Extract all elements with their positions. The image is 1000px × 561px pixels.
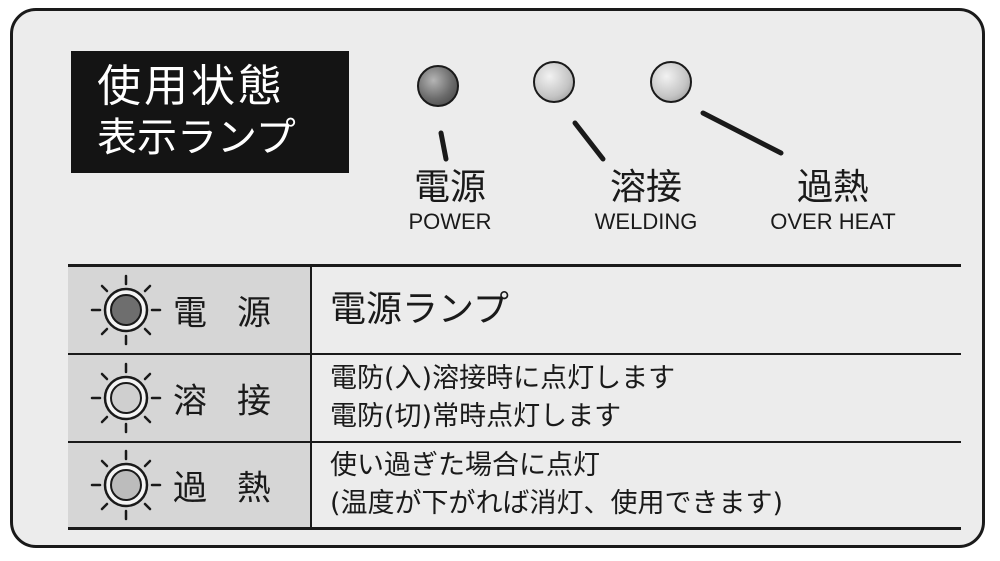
glowing-lamp-icon	[90, 362, 162, 434]
glowing-lamp-icon	[90, 449, 162, 521]
status-table: 電源 電源ランプ 溶接	[68, 264, 961, 530]
title-box: 使用状態 表示ランプ	[71, 51, 349, 173]
status-lamp-panel: 使用状態 表示ランプ 電源 POWER 溶接 WELDING 過熱 OVER H…	[10, 8, 985, 548]
lamp-label-jp: 過熱	[796, 167, 869, 208]
overheat-lamp-icon	[650, 61, 692, 103]
lamp-label-overheat: 過熱 OVER HEAT	[768, 167, 898, 235]
row-header: 溶接	[68, 355, 312, 441]
table-row: 電源 電源ランプ	[68, 267, 961, 355]
row-line: (温度が下がれば消灯、使用できます)	[330, 488, 784, 519]
welding-lamp-icon	[533, 61, 575, 103]
row-header: 電源	[68, 267, 312, 353]
row-name: 電源	[173, 293, 301, 334]
power-lamp-icon	[417, 65, 459, 107]
row-description: 使い過ぎた場合に点灯 (温度が下がれば消灯、使用できます)	[330, 443, 783, 527]
lamp-label-jp: 溶接	[609, 167, 682, 208]
row-header: 過熱	[68, 443, 312, 527]
row-name: 過熱	[173, 468, 301, 509]
row-line: 電防(入)溶接時に点灯します	[330, 363, 676, 394]
row-name: 溶接	[173, 381, 301, 422]
lamp-label-welding: 溶接 WELDING	[581, 167, 711, 235]
lamp-label-power: 電源 POWER	[395, 167, 505, 235]
glowing-lamp-icon	[90, 274, 162, 346]
title-line-2: 表示ランプ	[97, 115, 296, 161]
lamp-label-jp: 電源	[413, 167, 486, 208]
row-description: 電源ランプ	[330, 267, 509, 353]
lamp-label-en: OVER HEAT	[770, 209, 896, 234]
row-description: 電防(入)溶接時に点灯します 電防(切)常時点灯します	[330, 355, 675, 441]
table-row: 過熱 使い過ぎた場合に点灯 (温度が下がれば消灯、使用できます)	[68, 443, 961, 527]
row-line: 電防(切)常時点灯します	[330, 401, 622, 432]
leader-lines	[438, 110, 784, 162]
lamp-label-en: WELDING	[594, 209, 698, 234]
row-line: 電源ランプ	[330, 289, 509, 330]
row-line: 使い過ぎた場合に点灯	[330, 450, 600, 481]
title-line-1: 使用状態	[97, 61, 285, 112]
table-row: 溶接 電防(入)溶接時に点灯します 電防(切)常時点灯します	[68, 355, 961, 443]
lamp-label-en: POWER	[408, 209, 492, 234]
